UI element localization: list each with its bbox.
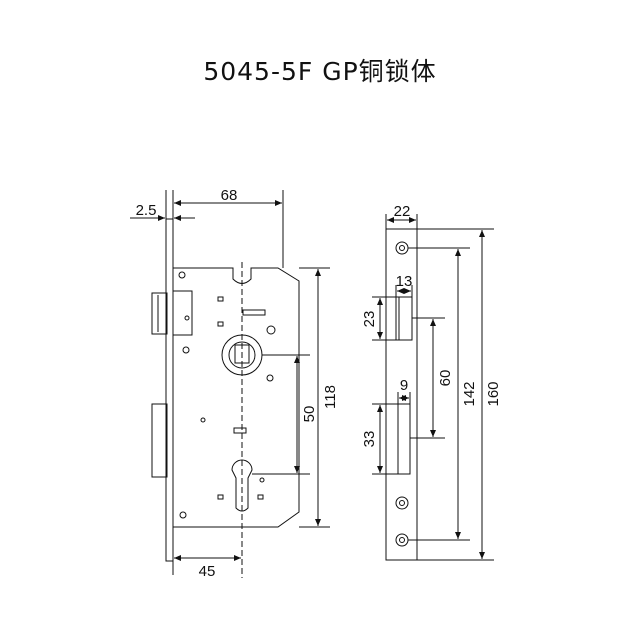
bolt-width-dimension: 9 — [400, 377, 408, 394]
drawing-title: 5045-5F GP铜锁体 — [203, 57, 437, 86]
latch-height-dimension: 23 — [361, 311, 378, 328]
backset-dimension: 45 — [199, 563, 216, 580]
bolt-height-dimension: 33 — [361, 431, 378, 448]
bolt-opening — [397, 403, 411, 475]
screw-hole-top — [395, 241, 409, 255]
front-view — [130, 190, 330, 578]
latch-opening — [395, 296, 413, 341]
latch-bolt-distance: 60 — [437, 370, 454, 387]
cylinder-hole — [231, 459, 253, 512]
screw-spacing-dimension: 142 — [461, 381, 478, 406]
spindle-cylinder-distance: 50 — [301, 406, 318, 423]
plate-thickness-dimension: 2.5 — [136, 202, 157, 219]
screw-hole-bottom — [395, 496, 409, 510]
faceplate-strip — [165, 218, 174, 562]
faceplate-width-dimension: 22 — [394, 203, 411, 220]
deadbolt — [151, 403, 168, 478]
side-view — [372, 214, 494, 561]
height-dimension: 118 — [322, 385, 339, 409]
faceplate — [385, 228, 418, 561]
width-dimension: 68 — [221, 187, 238, 204]
latch-tongue — [151, 292, 168, 335]
screw-hole-lowest — [395, 533, 409, 547]
latch-width-dimension: 13 — [396, 273, 413, 290]
faceplate-height-dimension: 160 — [485, 381, 502, 406]
